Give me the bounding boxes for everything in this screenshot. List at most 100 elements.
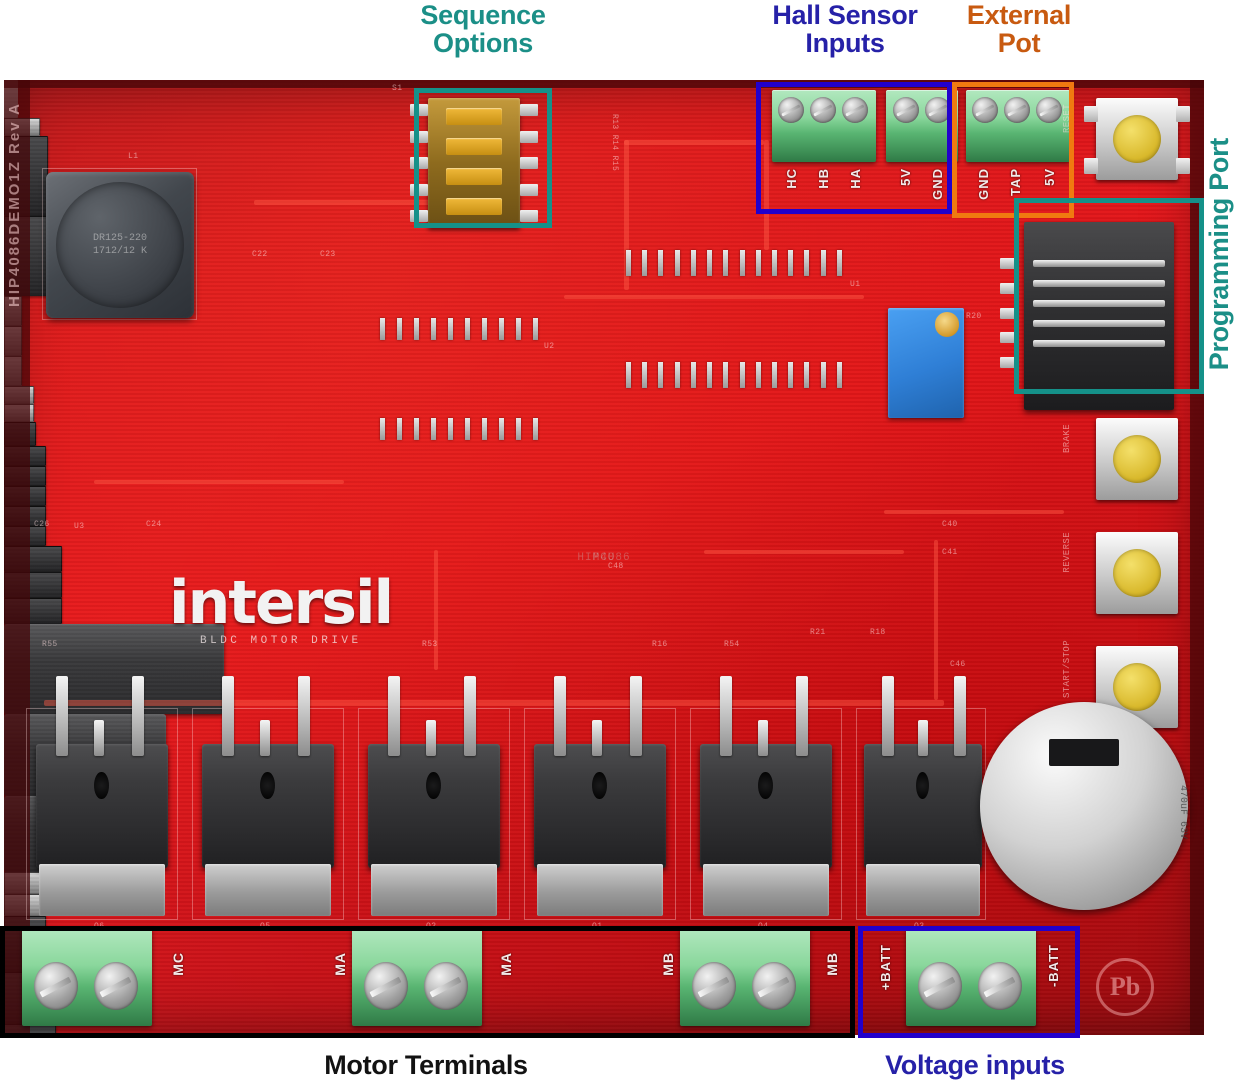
motor-terminal-mb[interactable] — [680, 928, 810, 1026]
motor-terminal-mc[interactable] — [22, 928, 152, 1026]
hall-sensor-inputs-line2: Inputs — [805, 27, 885, 58]
trace — [564, 295, 864, 299]
push-button-cap[interactable] — [1113, 435, 1161, 483]
hall-connector-block-a[interactable] — [772, 90, 876, 162]
silk-ref-r53: R53 — [422, 640, 438, 649]
mosfet-lead — [882, 676, 894, 756]
mosfet-q5 — [202, 744, 334, 916]
capacitor-marking: 470uF 63V — [1177, 785, 1188, 840]
screw-terminal[interactable] — [925, 97, 951, 123]
mosfet-q3 — [864, 744, 982, 916]
board-subtitle: BLDC MOTOR DRIVE — [200, 635, 362, 647]
mosfet-lead — [720, 676, 732, 756]
button-leg — [1176, 106, 1190, 122]
mosfet-outline — [192, 708, 344, 920]
screw-terminal[interactable] — [810, 97, 836, 123]
mosfet-lead — [464, 676, 476, 756]
screw-terminal[interactable] — [752, 962, 796, 1010]
board-edge-top — [4, 80, 1204, 88]
screw-terminal[interactable] — [1036, 97, 1062, 123]
ic-u1-marking: HIP4086 — [577, 551, 631, 564]
board-edge-left — [4, 80, 30, 1035]
trimmer-adjust-screw[interactable] — [935, 312, 960, 337]
sequence-options-line1: Sequence — [420, 0, 546, 30]
header-pin[interactable] — [1033, 260, 1165, 267]
voltage-inputs-text: Voltage inputs — [885, 1050, 1065, 1080]
screw-terminal[interactable] — [978, 962, 1022, 1010]
mosfet-q2 — [368, 744, 500, 916]
button-leg — [1176, 158, 1190, 174]
dip-switch-position-1[interactable] — [446, 108, 502, 126]
mosfet-outline — [26, 708, 178, 920]
silk-ref-c22: C22 — [252, 250, 268, 259]
push-button-cap[interactable] — [1113, 663, 1161, 711]
screw-terminal[interactable] — [1004, 97, 1030, 123]
screw-terminal[interactable] — [34, 962, 78, 1010]
silk-ref-c23: C23 — [320, 250, 336, 259]
header-pin[interactable] — [1033, 340, 1165, 347]
voltage-input-terminal[interactable] — [906, 928, 1036, 1026]
silk-ref-u1: U1 — [850, 280, 861, 289]
annotation-box-sequence-options — [414, 88, 552, 228]
mosfet-q4 — [700, 744, 832, 916]
inductor-marking: DR125-220 1712/12 K — [92, 233, 147, 257]
push-button-reverse[interactable] — [1096, 532, 1178, 614]
silk-ref-c26: C26 — [34, 520, 50, 529]
screw-terminal[interactable] — [842, 97, 868, 123]
motor-terminal-ma[interactable] — [352, 928, 482, 1026]
hall-connector-block-b[interactable] — [886, 90, 958, 162]
mosfet-outline — [690, 708, 842, 920]
push-button-cap[interactable] — [1113, 549, 1161, 597]
trimmer-potentiometer[interactable] — [888, 308, 964, 418]
mosfet-lead — [796, 676, 808, 756]
push-button-cap[interactable] — [1113, 115, 1161, 163]
push-button-reset[interactable] — [1096, 98, 1178, 180]
screw-terminal[interactable] — [94, 962, 138, 1010]
intersil-logo: intersil — [169, 568, 394, 638]
screw-terminal[interactable] — [778, 97, 804, 123]
power-inductor: DR125-220 1712/12 K — [46, 172, 194, 318]
screw-terminal[interactable] — [364, 962, 408, 1010]
external-pot-connector[interactable] — [966, 90, 1070, 162]
pcb-board: HIP4086DEMO1Z Rev A DR125-220 1712/12 K … — [4, 80, 1204, 1035]
screw-terminal[interactable] — [918, 962, 962, 1010]
annotation-label-hall-sensor-inputs: Hall Sensor Inputs — [744, 1, 946, 58]
dip-switch-position-3[interactable] — [446, 168, 502, 186]
programming-header[interactable] — [1024, 222, 1174, 410]
ic-u2-pins-top — [380, 318, 538, 340]
trace — [764, 140, 769, 250]
annotation-label-motor-terminals: Motor Terminals — [276, 1051, 576, 1080]
silk-ref-s1: S1 — [392, 84, 403, 93]
push-button-brake[interactable] — [1096, 418, 1178, 500]
screw-terminal[interactable] — [893, 97, 919, 123]
header-pin[interactable] — [1033, 300, 1165, 307]
silk-ref-r18: R18 — [870, 628, 886, 637]
button-leg — [1084, 106, 1098, 122]
annotation-label-sequence-options: Sequence Options — [378, 0, 588, 58]
mosfet-lead — [298, 676, 310, 756]
button-leg — [1084, 158, 1098, 174]
silk-ref-c24: C24 — [146, 520, 162, 529]
mosfet-outline — [358, 708, 510, 920]
header-pin[interactable] — [1033, 320, 1165, 327]
ic-u1-hip4086: HIP4086 — [4, 552, 630, 714]
dip-switch-position-2[interactable] — [446, 138, 502, 156]
silk-ref-r20: R20 — [966, 312, 982, 321]
sequence-options-line2: Options — [433, 27, 533, 58]
mosfet-q1 — [534, 744, 666, 916]
header-pin[interactable] — [1033, 280, 1165, 287]
silk-ref-u3: U3 — [74, 522, 85, 531]
dip-switch-sequence-options[interactable] — [428, 98, 520, 228]
mosfet-lead — [554, 676, 566, 756]
screw-terminal[interactable] — [424, 962, 468, 1010]
mosfet-lead — [592, 720, 602, 756]
dip-switch-position-4[interactable] — [446, 198, 502, 215]
silk-ref-r21: R21 — [810, 628, 826, 637]
screw-terminal[interactable] — [692, 962, 736, 1010]
annotation-box-programming-port — [1014, 198, 1204, 394]
ic-u1-pins-bottom — [626, 362, 842, 388]
annotation-label-programming-port: Programming Port — [1204, 138, 1234, 370]
ic-u2-pins-bottom — [380, 418, 538, 440]
screw-terminal[interactable] — [972, 97, 998, 123]
annotation-box-motor-terminals — [0, 926, 855, 1038]
